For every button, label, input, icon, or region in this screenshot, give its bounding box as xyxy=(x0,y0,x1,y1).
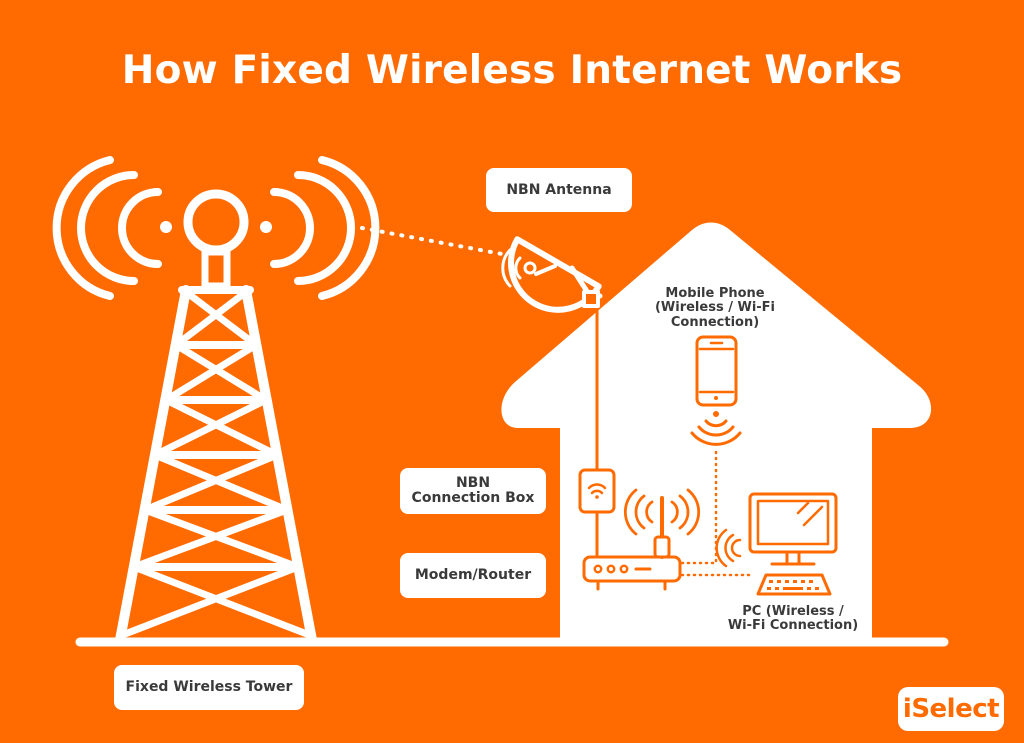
wifi-signal-icon xyxy=(623,488,701,536)
label-modem-router-text: Modem/Router xyxy=(414,567,532,584)
keyboard-icon xyxy=(756,573,832,596)
label-nbn-antenna-text: NBN Antenna xyxy=(506,181,612,198)
phone-router-link xyxy=(680,450,718,565)
pc-monitor-icon xyxy=(715,492,838,568)
page-title: How Fixed Wireless Internet Works xyxy=(121,48,903,93)
label-nbn-antenna: NBN Antenna xyxy=(486,168,632,212)
label-mobile-phone: Mobile Phone (Wireless / Wi-Fi Connectio… xyxy=(654,286,776,330)
tower-antenna-link xyxy=(360,226,504,256)
label-fixed-wireless-tower: Fixed Wireless Tower xyxy=(114,665,304,710)
router-icon xyxy=(582,496,682,591)
tower-icon xyxy=(52,156,380,645)
connection-box-icon xyxy=(578,468,616,514)
mobile-phone-icon xyxy=(690,335,742,446)
label-nbn-connection-box: NBN Connection Box xyxy=(400,468,546,514)
label-pc: PC (Wireless / Wi-Fi Connection) xyxy=(727,604,859,634)
label-fixed-wireless-tower-text: Fixed Wireless Tower xyxy=(125,679,293,696)
iselect-logo: iSelect xyxy=(898,687,1004,731)
antenna-dish-icon xyxy=(501,236,603,313)
label-modem-router: Modem/Router xyxy=(400,553,546,598)
label-nbn-connection-box-text: NBN Connection Box xyxy=(411,475,535,506)
